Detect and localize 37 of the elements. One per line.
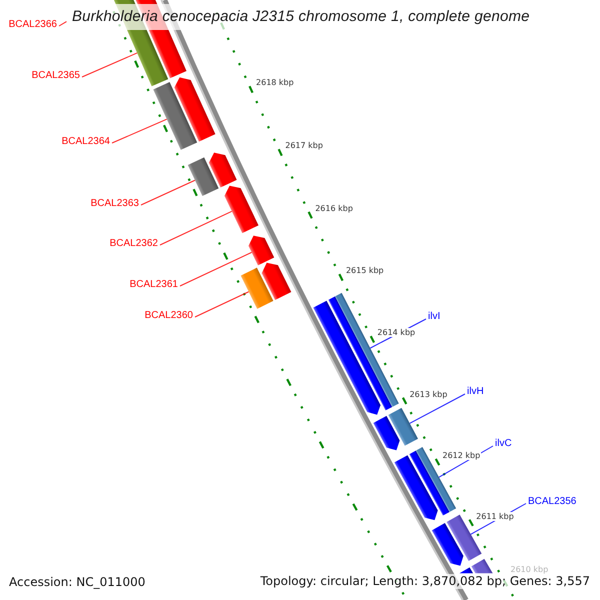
scale-label: 2614 kbp — [376, 328, 416, 338]
gene-feature — [460, 558, 493, 574]
leader-line — [160, 210, 232, 246]
scale-label: 2612 kbp — [442, 450, 482, 460]
gene-label: ilvC — [495, 438, 512, 450]
gene-label: BCAL2365 — [32, 70, 80, 82]
gene-feature — [240, 262, 292, 309]
gene-feature — [248, 236, 274, 266]
gene-feature — [313, 292, 399, 415]
gene-label: BCAL2356 — [528, 496, 576, 508]
gene-label: BCAL2364 — [62, 136, 110, 148]
leader-line — [409, 394, 466, 424]
leader-line — [194, 291, 250, 318]
gene-feature — [153, 77, 216, 150]
scale-label: 2618 kbp — [255, 78, 295, 88]
scale-label: 2616 kbp — [314, 204, 354, 214]
gene-label: BCAL2366 — [8, 19, 57, 31]
leader-line — [58, 21, 67, 26]
gene-feature — [188, 152, 237, 196]
accession-label: Accession: NC_011000 — [9, 575, 146, 589]
gene-feature — [224, 186, 258, 234]
leader-line — [82, 52, 138, 78]
gene-feature — [373, 408, 418, 450]
gene-label: ilvH — [467, 386, 484, 398]
gene-label: BCAL2362 — [110, 238, 158, 250]
scale-label: 2610 kbp — [510, 564, 550, 574]
gene-label: BCAL2363 — [90, 198, 139, 210]
gene-label: ilvI — [428, 311, 440, 323]
gene-label: BCAL2360 — [144, 310, 193, 322]
gene-label: BCAL2361 — [130, 279, 178, 291]
leader-line — [140, 180, 196, 206]
scale-label: 2611 kbp — [475, 512, 515, 521]
scale-label: 2615 kbp — [344, 266, 385, 276]
leader-line — [180, 252, 252, 286]
scale-label: 2613 kbp — [408, 390, 448, 399]
scale-label: 2617 kbp — [284, 141, 324, 150]
leader-line — [112, 118, 168, 144]
